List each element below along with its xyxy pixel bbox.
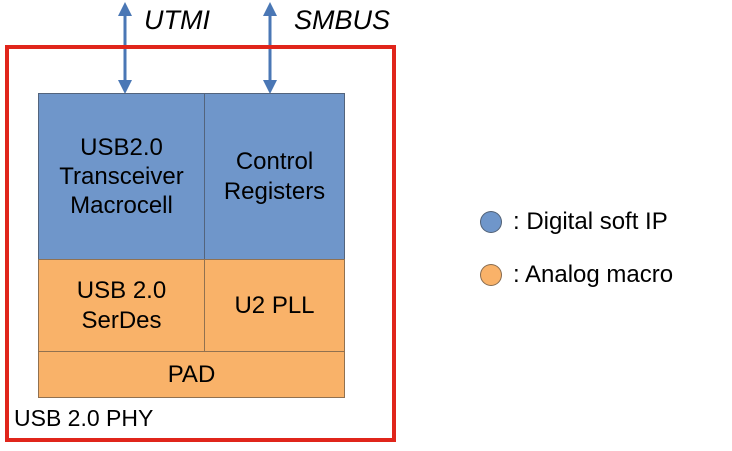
legend-label-digital: : Digital soft IP [513, 208, 668, 235]
block-u2-pll: U2 PLL [204, 259, 345, 352]
legend-item-analog: : Analog macro [480, 261, 673, 289]
block-control-registers: Control Registers [204, 93, 345, 260]
smbus-bus-label: SMBUS [294, 5, 391, 35]
utmi-bus-label: UTMI [144, 5, 210, 35]
legend-item-digital: : Digital soft IP [480, 208, 668, 236]
legend-swatch-digital-icon [480, 211, 502, 233]
legend-label-analog: : Analog macro [513, 261, 674, 288]
block-pad: PAD [38, 351, 345, 398]
usb2-phy-label: USB 2.0 PHY [14, 405, 154, 431]
usb2-phy-boundary [5, 45, 396, 442]
legend-swatch-analog-icon [480, 264, 502, 286]
block-usb2-serdes: USB 2.0 SerDes [38, 259, 205, 352]
block-usb2-transceiver-macrocell: USB2.0 Transceiver Macrocell [38, 93, 205, 260]
